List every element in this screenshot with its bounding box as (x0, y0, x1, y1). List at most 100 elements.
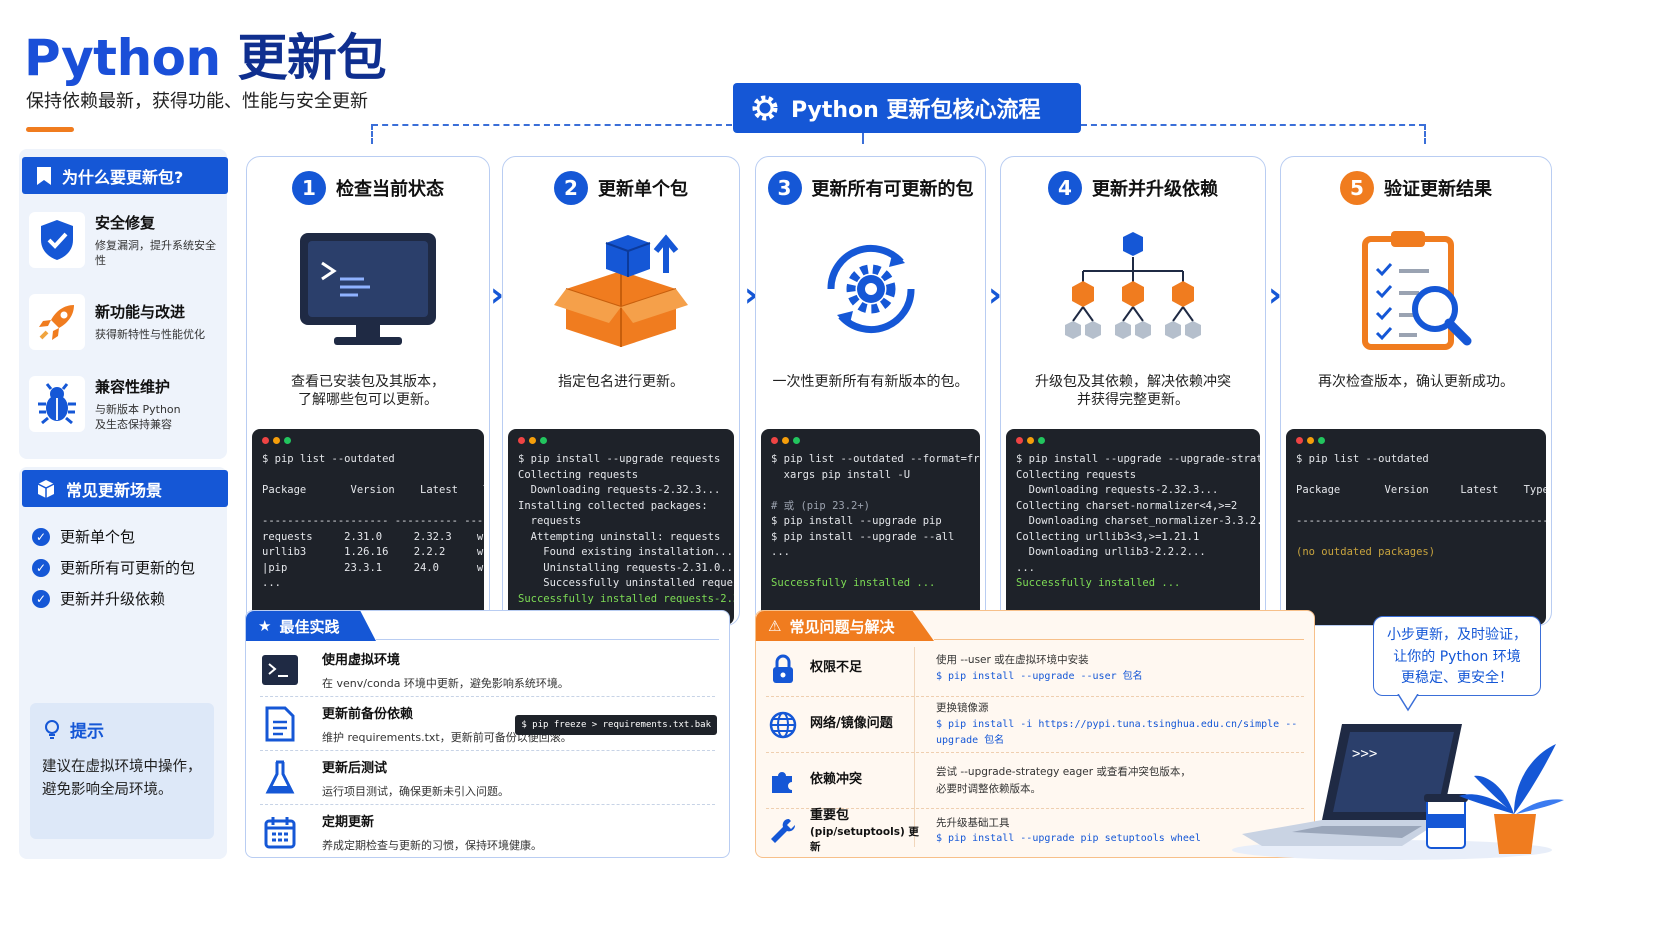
why-item-title: 安全修复 (95, 213, 156, 232)
motto-line: 小步更新，及时验证， (1387, 627, 1527, 643)
terminal-line: Downloading requests-2.32.3... (1016, 484, 1219, 496)
why-item-features: 新功能与改进获得新特性与性能优化 (29, 285, 221, 359)
terminal-line: $ pip list --outdated (262, 453, 395, 465)
terminal-window: $ pip install --upgrade --upgrade-strate… (1006, 429, 1260, 625)
best-item-desc: 在 venv/conda 环境中更新，避免影响系统环境。 (322, 676, 569, 690)
terminal-line: Found existing installation... (518, 546, 733, 558)
scenario-label: 更新所有可更新的包 (60, 559, 196, 577)
step-title: 检查当前状态 (336, 179, 444, 200)
best-item-title: 定期更新 (322, 815, 375, 830)
terminal-line: $ pip list --outdated --format=freeze | (771, 453, 980, 465)
step-desc: 指定包名进行更新。 (558, 374, 684, 390)
laptop-prompt: >>> (1352, 746, 1377, 762)
issue-text: 先升级基础工具 (936, 816, 1010, 829)
flow-title: Python 更新包核心流程 (791, 98, 1041, 123)
terminal-line: Downloading requests-2.32.3... (518, 484, 721, 496)
terminal-line: ... (1016, 561, 1035, 574)
issue-label: 网络/镜像问题 (810, 716, 893, 732)
laptop-plant-illustration: >>> (1232, 724, 1564, 860)
why-item-title: 兼容性维护 (95, 377, 171, 396)
issue-label: 权限不足 (810, 660, 863, 676)
terminal-line: Successfully installed ... (1016, 577, 1181, 589)
puzzle-icon (772, 771, 792, 793)
why-item-title: 新功能与改进 (95, 303, 186, 322)
calendar-icon (264, 817, 296, 849)
issues-title: 常见问题与解决 (789, 617, 895, 636)
step-desc: 并获得完整更新。 (1077, 392, 1189, 409)
window-dot (1016, 437, 1023, 444)
window-dot (518, 437, 525, 444)
step-title: 更新所有可更新的包 (811, 179, 974, 200)
terminal-line: -------------------- ---------- --------… (262, 515, 484, 527)
shield-check-icon (41, 220, 73, 260)
why-item-desc: 及生态保持兼容 (95, 418, 172, 431)
best-item: 更新后测试运行项目测试，确保更新未引入问题。 (260, 751, 715, 805)
terminal-line: urllib3 1.26.16 2.2.2 wheel (262, 546, 484, 558)
check-icon: ✓ (32, 589, 50, 608)
best-practices-header: ★最佳实践 (246, 611, 376, 641)
step-title: 更新并升级依赖 (1092, 179, 1218, 200)
page-subtitle: 保持依赖最新，获得功能、性能与安全更新 (26, 91, 368, 112)
motto-speech-bubble: 小步更新，及时验证， 让你的 Python 环境 更稳定、更安全！ (1373, 616, 1541, 696)
terminal-line: ... (262, 577, 281, 589)
terminal-line (262, 499, 474, 515)
flow-drop-1 (371, 124, 373, 144)
terminal-line: $ pip install --upgrade --all (771, 530, 955, 543)
best-item: 定期更新养成定期检查与更新的习惯，保持环境健康。 (260, 805, 715, 859)
best-item: 使用虚拟环境在 venv/conda 环境中更新，避免影响系统环境。 (260, 643, 715, 697)
terminal-line: Collecting charset-normalizer<4,>=2 (1016, 499, 1238, 512)
flow-title-banner: Python 更新包核心流程 (733, 83, 1081, 133)
terminal-line (1296, 499, 1536, 515)
terminal-line: Downloading charset_normalizer-3.3.2... (1016, 515, 1260, 527)
issue-text: 使用 --user 或在虚拟环境中安装 (936, 654, 1089, 667)
tip-text: 建议在虚拟环境中操作， (42, 759, 202, 775)
best-practices-title: 最佳实践 (279, 617, 340, 636)
best-item-desc: 维护 requirements.txt，更新前可备份以便回滚。 (322, 730, 572, 744)
check-icon: ✓ (32, 527, 50, 546)
step-desc: 查看已安装包及其版本， (291, 374, 445, 390)
terminal-line: $ pip list --outdated (1296, 453, 1429, 465)
backup-command: $ pip freeze > requirements.txt.bak (515, 715, 717, 735)
best-practices-panel: ★最佳实践 使用虚拟环境在 venv/conda 环境中更新，避免影响系统环境。… (245, 610, 730, 858)
flask-icon (265, 760, 295, 793)
best-item-desc: 运行项目测试，确保更新未引入问题。 (322, 784, 509, 798)
globe-icon (769, 711, 797, 738)
terminal-line: Successfully installed ... (771, 577, 936, 589)
issue-text: 尝试 --upgrade-strategy eager 或查看冲突包版本， (936, 765, 1191, 778)
terminal-line: $ pip install --upgrade pip (771, 515, 942, 527)
best-item-title: 更新后测试 (322, 760, 388, 776)
window-dot (1296, 437, 1303, 444)
window-dot (1038, 437, 1045, 444)
window-dot (1307, 437, 1314, 444)
issue-item: 网络/镜像问题 更换镜像源$ pip install -i https://py… (766, 697, 1304, 753)
terminal-line: |pip 23.3.1 24.0 wheel (262, 561, 484, 574)
checklist-magnifier-icon (1362, 231, 1472, 350)
terminal-line: $ pip install --upgrade requests (518, 453, 721, 465)
scenario-label: 更新单个包 (60, 528, 136, 546)
issue-label: 依赖冲突 (810, 772, 863, 788)
refresh-gear-icon (826, 244, 915, 334)
scenarios-title: 常见更新场景 (66, 480, 163, 500)
scenario-item: ✓ 更新单个包 (32, 526, 135, 547)
step-title: 更新单个包 (598, 179, 688, 200)
issue-command: $ pip install --upgrade --user 包名 (936, 670, 1143, 682)
check-icon: ✓ (32, 558, 50, 577)
rocket-icon (39, 305, 74, 340)
page-title: Python 更新包 (24, 29, 387, 87)
step-number: 4 (1048, 171, 1082, 205)
terminal-line (1296, 530, 1536, 546)
why-item-desc: 与新版本 Python (95, 402, 181, 416)
window-dot (782, 437, 789, 444)
window-controls (1296, 437, 1536, 444)
flow-drop-3 (862, 133, 864, 144)
terminal-line: Uninstalling requests-2.31.0... (518, 561, 734, 574)
wrench-icon (771, 818, 796, 843)
terminal-line: requests 2.31.0 2.32.3 wheel (262, 530, 484, 543)
terminal-line: Installing collected packages: (518, 499, 708, 512)
issue-command: $ pip install --upgrade pip setuptools w… (936, 833, 1201, 845)
step-number: 3 (767, 171, 802, 205)
